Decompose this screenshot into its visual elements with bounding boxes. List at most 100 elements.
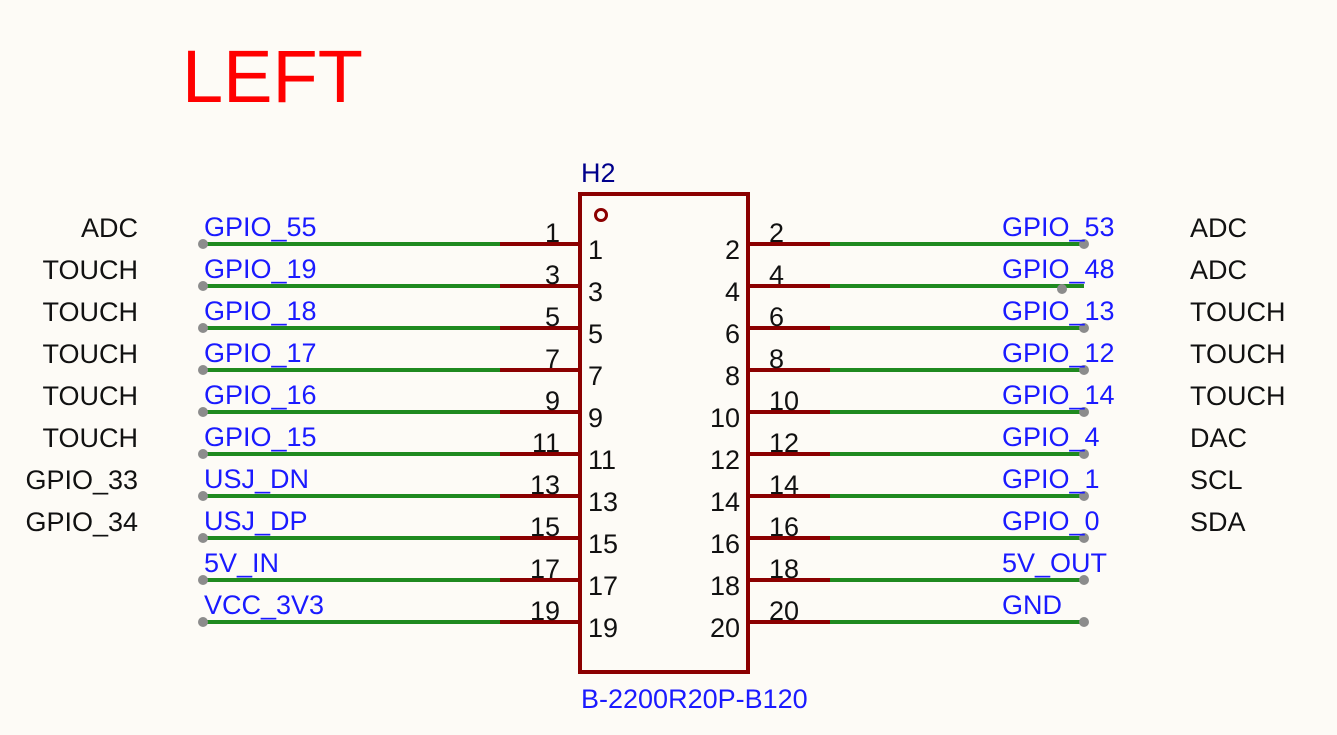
net-label-right: 5V_OUT bbox=[1002, 548, 1107, 578]
wire-endpoint bbox=[198, 575, 208, 585]
function-label-left: TOUCH bbox=[42, 381, 138, 411]
pin-number-outer-right: 2 bbox=[769, 218, 784, 248]
wire-endpoint bbox=[198, 323, 208, 333]
wire-endpoint bbox=[1079, 323, 1089, 333]
pin-number-outer-right: 16 bbox=[769, 512, 799, 542]
pin-number-inner-right: 4 bbox=[725, 277, 740, 307]
pin-number-outer-right: 20 bbox=[769, 596, 799, 626]
designator: H2 bbox=[581, 158, 616, 188]
wire-endpoint bbox=[198, 281, 208, 291]
pin-number-outer-right: 6 bbox=[769, 302, 784, 332]
net-label-right: GPIO_1 bbox=[1002, 464, 1100, 494]
pin-number-inner-left: 9 bbox=[588, 403, 603, 433]
function-label-right: TOUCH bbox=[1190, 339, 1286, 369]
function-label-right: SCL bbox=[1190, 465, 1243, 495]
pin-number-outer-left: 11 bbox=[532, 428, 560, 458]
net-label-right: GPIO_13 bbox=[1002, 296, 1115, 326]
net-label-right: GPIO_14 bbox=[1002, 380, 1115, 410]
net-label-left: USJ_DN bbox=[204, 464, 309, 494]
part-number: B-2200R20P-B120 bbox=[581, 684, 808, 714]
pin-number-outer-right: 8 bbox=[769, 344, 784, 374]
net-label-left: GPIO_55 bbox=[204, 212, 317, 242]
function-label-left: ADC bbox=[81, 213, 138, 243]
net-label-right: GND bbox=[1002, 590, 1062, 620]
function-label-right: SDA bbox=[1190, 507, 1246, 537]
wire-endpoint bbox=[1079, 575, 1089, 585]
function-label-right: DAC bbox=[1190, 423, 1247, 453]
pin-number-outer-right: 18 bbox=[769, 554, 799, 584]
pin-number-outer-right: 14 bbox=[769, 470, 799, 500]
function-label-left: TOUCH bbox=[42, 297, 138, 327]
function-label-right: TOUCH bbox=[1190, 381, 1286, 411]
pin-number-inner-right: 6 bbox=[725, 319, 740, 349]
pin-number-outer-left: 5 bbox=[545, 302, 560, 332]
pin-number-outer-left: 13 bbox=[530, 470, 560, 500]
net-label-right: GPIO_53 bbox=[1002, 212, 1115, 242]
wire-endpoint bbox=[198, 407, 208, 417]
function-label-left: GPIO_33 bbox=[25, 465, 138, 495]
wire-endpoint bbox=[1079, 533, 1089, 543]
pin-number-inner-left: 11 bbox=[588, 445, 616, 475]
net-label-right: GPIO_0 bbox=[1002, 506, 1100, 536]
function-label-left: GPIO_34 bbox=[25, 507, 138, 537]
pin-number-inner-left: 5 bbox=[588, 319, 603, 349]
wire-endpoint bbox=[1079, 491, 1089, 501]
net-label-right: GPIO_48 bbox=[1002, 254, 1115, 284]
pin-number-outer-right: 4 bbox=[769, 260, 784, 290]
pin-number-outer-left: 17 bbox=[530, 554, 560, 584]
net-label-left: GPIO_15 bbox=[204, 422, 317, 452]
sheet-title: LEFT bbox=[182, 35, 363, 118]
pin-number-inner-left: 13 bbox=[588, 487, 618, 517]
net-label-left: GPIO_16 bbox=[204, 380, 317, 410]
function-label-right: ADC bbox=[1190, 213, 1247, 243]
pin-number-outer-left: 19 bbox=[530, 596, 560, 626]
pin-number-outer-left: 1 bbox=[545, 218, 560, 248]
function-label-right: TOUCH bbox=[1190, 297, 1286, 327]
wire-endpoint bbox=[1079, 449, 1089, 459]
pin-number-inner-right: 10 bbox=[710, 403, 740, 433]
wire-endpoint bbox=[198, 449, 208, 459]
pin-number-outer-right: 10 bbox=[769, 386, 799, 416]
pin-number-inner-left: 17 bbox=[588, 571, 618, 601]
pin-number-outer-left: 9 bbox=[545, 386, 560, 416]
pin-number-inner-left: 3 bbox=[588, 277, 603, 307]
wire-endpoint bbox=[198, 533, 208, 543]
pin-number-inner-left: 15 bbox=[588, 529, 618, 559]
net-label-left: GPIO_18 bbox=[204, 296, 317, 326]
function-label-left: TOUCH bbox=[42, 339, 138, 369]
wire-endpoint bbox=[1079, 407, 1089, 417]
pin-number-outer-left: 7 bbox=[545, 344, 560, 374]
wire-endpoint bbox=[1079, 617, 1089, 627]
pin-number-inner-right: 16 bbox=[710, 529, 740, 559]
pin-number-inner-left: 7 bbox=[588, 361, 603, 391]
pin-number-outer-left: 15 bbox=[530, 512, 560, 542]
net-label-left: GPIO_19 bbox=[204, 254, 317, 284]
pin-number-inner-right: 18 bbox=[710, 571, 740, 601]
wire-endpoint bbox=[1079, 365, 1089, 375]
net-label-left: GPIO_17 bbox=[204, 338, 317, 368]
pin1-marker bbox=[594, 208, 608, 222]
wire-endpoint bbox=[198, 239, 208, 249]
pin-number-outer-right: 12 bbox=[769, 428, 799, 458]
wire-endpoint bbox=[198, 617, 208, 627]
connector-body[interactable] bbox=[578, 192, 750, 674]
pin-number-inner-left: 1 bbox=[588, 235, 603, 265]
net-label-left: USJ_DP bbox=[204, 506, 308, 536]
function-label-left: TOUCH bbox=[42, 423, 138, 453]
net-label-left: 5V_IN bbox=[204, 548, 279, 578]
wire-endpoint bbox=[1079, 239, 1089, 249]
wire-endpoint bbox=[198, 365, 208, 375]
wire-endpoint bbox=[1057, 284, 1067, 294]
pin-number-outer-left: 3 bbox=[545, 260, 560, 290]
pin-number-inner-right: 14 bbox=[710, 487, 740, 517]
function-label-right: ADC bbox=[1190, 255, 1247, 285]
pin-number-inner-right: 12 bbox=[710, 445, 740, 475]
net-label-right: GPIO_4 bbox=[1002, 422, 1100, 452]
pin-number-inner-right: 2 bbox=[725, 235, 740, 265]
pin-number-inner-left: 19 bbox=[588, 613, 618, 643]
net-label-left: VCC_3V3 bbox=[204, 590, 324, 620]
function-label-left: TOUCH bbox=[42, 255, 138, 285]
wire-endpoint bbox=[198, 491, 208, 501]
